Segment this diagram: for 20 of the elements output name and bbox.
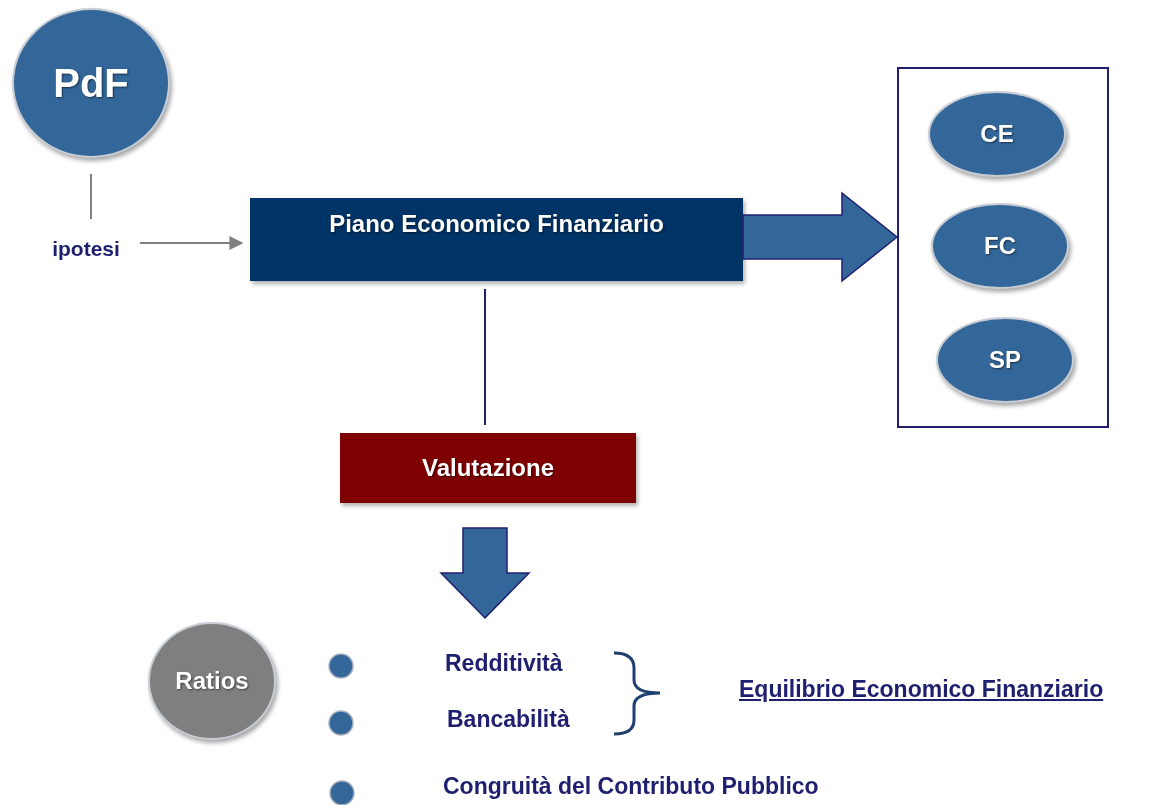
- node-text: Valutazione: [421, 454, 554, 482]
- arrow: [139, 236, 244, 250]
- connector-line: [484, 288, 486, 426]
- process-box: [250, 198, 743, 281]
- underlined-text: Equilibrio Economico Finanziario: [739, 676, 1104, 703]
- node-text: CE: [980, 120, 1014, 148]
- process-box: [340, 433, 636, 503]
- block-arrow: [439, 527, 531, 620]
- node-text: Ratios: [175, 667, 249, 695]
- connector-line: [90, 173, 92, 220]
- text-label: Redditività: [445, 650, 563, 677]
- node-text: Piano Economico Finanziario: [329, 210, 664, 238]
- text-label: Bancabilità: [447, 706, 570, 733]
- block-arrow: [742, 191, 899, 283]
- node-label: ipotesi: [52, 237, 120, 261]
- group-frame: [897, 67, 1109, 428]
- node-text: SP: [989, 346, 1021, 374]
- node-text: FC: [984, 232, 1016, 260]
- node-text: PdF: [53, 60, 129, 106]
- text-label: Congruità del Contributo Pubblico: [443, 773, 819, 800]
